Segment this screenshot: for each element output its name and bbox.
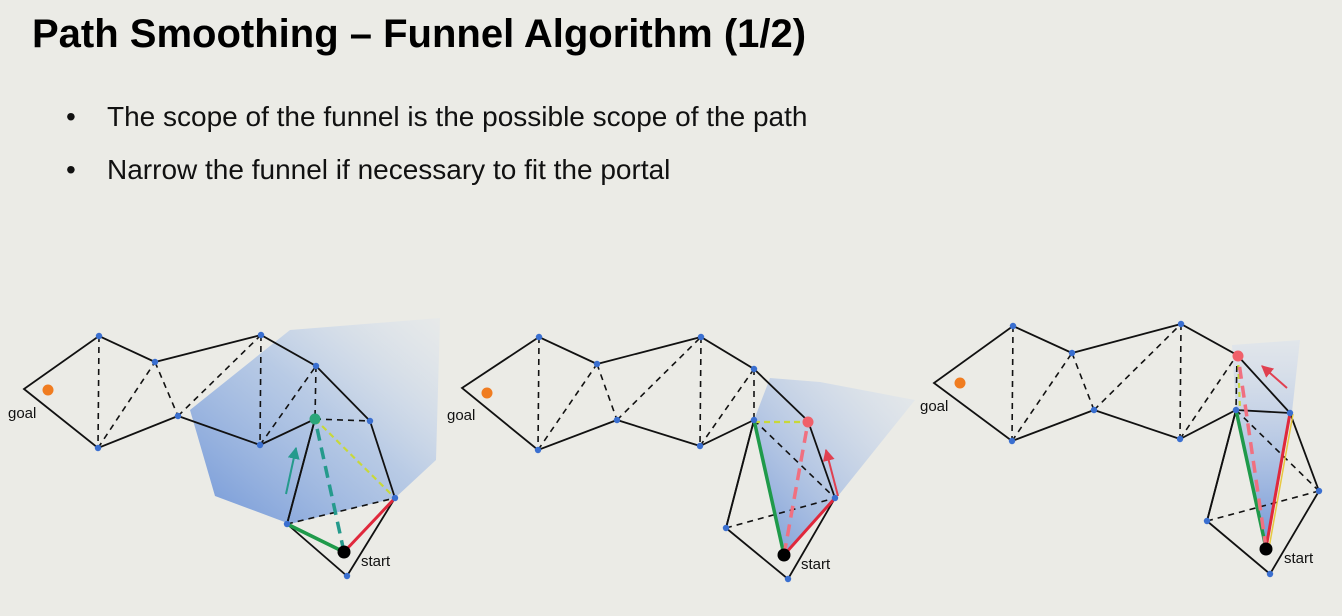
funnel-left-edge (752, 419, 786, 556)
bullet-text: Narrow the funnel if necessary to fit th… (107, 154, 671, 185)
bullet-marker: • (66, 154, 76, 185)
vertex-dots (1008, 320, 1323, 578)
navmesh-edges (22, 334, 396, 578)
start-label: start (801, 556, 831, 573)
start-label: start (1284, 550, 1314, 567)
apex-point (802, 416, 814, 428)
direction-arrow (822, 448, 839, 497)
bullet-marker: • (66, 101, 76, 132)
direction-arrow (285, 446, 300, 495)
apex-point (1232, 350, 1244, 362)
goal-label: goal (8, 405, 36, 422)
funnel-right-edge (342, 496, 397, 554)
navmesh-dashed-edges (537, 336, 836, 529)
navmesh-dashed-edges (97, 334, 396, 525)
bullet-list: • The scope of the funnel is the possibl… (66, 96, 807, 202)
start-marker (1259, 542, 1273, 556)
slide-title: Path Smoothing – Funnel Algorithm (1/2) (32, 12, 807, 56)
navmesh-edges (460, 335, 836, 581)
goal-marker (42, 384, 54, 396)
goal-marker (481, 387, 493, 399)
start-marker (777, 548, 791, 562)
bullet-text: The scope of the funnel is the possible … (107, 101, 808, 132)
start-marker (337, 545, 351, 559)
funnel-left-edge (286, 522, 345, 554)
portal-edge (314, 418, 396, 499)
funnel-right-edge (782, 496, 837, 557)
diagram-2: goal start (447, 333, 915, 583)
goal-label: goal (920, 398, 948, 415)
bullet-item: • The scope of the funnel is the possibl… (66, 96, 807, 138)
funnel-probe-line (313, 418, 346, 553)
direction-arrow (1261, 365, 1288, 389)
start-label: start (361, 553, 391, 570)
diagram-1: goal start (8, 318, 440, 580)
diagram-3: goal start (920, 320, 1323, 578)
funnel-probe-line (782, 421, 810, 556)
apex-point (309, 413, 321, 425)
funnel-right-highlight (1268, 413, 1294, 549)
funnel-right-edge (1264, 412, 1292, 549)
goal-marker (954, 377, 966, 389)
vertex-dots (534, 333, 839, 583)
vertex-dots (94, 331, 399, 580)
funnel-probe-line (1236, 355, 1268, 549)
funnel-area (1232, 340, 1300, 548)
bullet-item: • Narrow the funnel if necessary to fit … (66, 149, 807, 191)
navmesh-dashed-edges (1011, 323, 1320, 522)
portal-edge (1236, 355, 1242, 411)
goal-label: goal (447, 407, 475, 424)
